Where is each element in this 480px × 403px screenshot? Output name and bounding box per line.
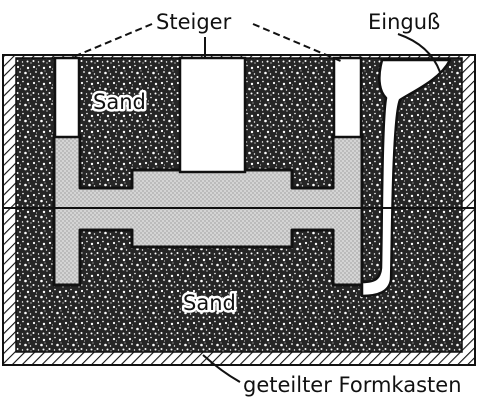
einguss-leader <box>397 33 441 73</box>
formkasten-leader <box>202 354 241 383</box>
steiger-leader-right <box>252 23 344 63</box>
label-sand-top: Sand <box>93 90 146 114</box>
riser-right <box>332 56 363 139</box>
riser-center <box>178 56 247 174</box>
label-sand-bottom: Sand <box>183 291 236 315</box>
steiger-leader-left <box>72 23 153 58</box>
label-geteilter-formkasten: geteilter Formkasten <box>243 373 462 397</box>
label-steiger: Steiger <box>156 10 232 34</box>
label-einguss: Einguß <box>368 10 440 34</box>
pouring-channel <box>360 58 452 298</box>
riser-left <box>53 56 81 139</box>
